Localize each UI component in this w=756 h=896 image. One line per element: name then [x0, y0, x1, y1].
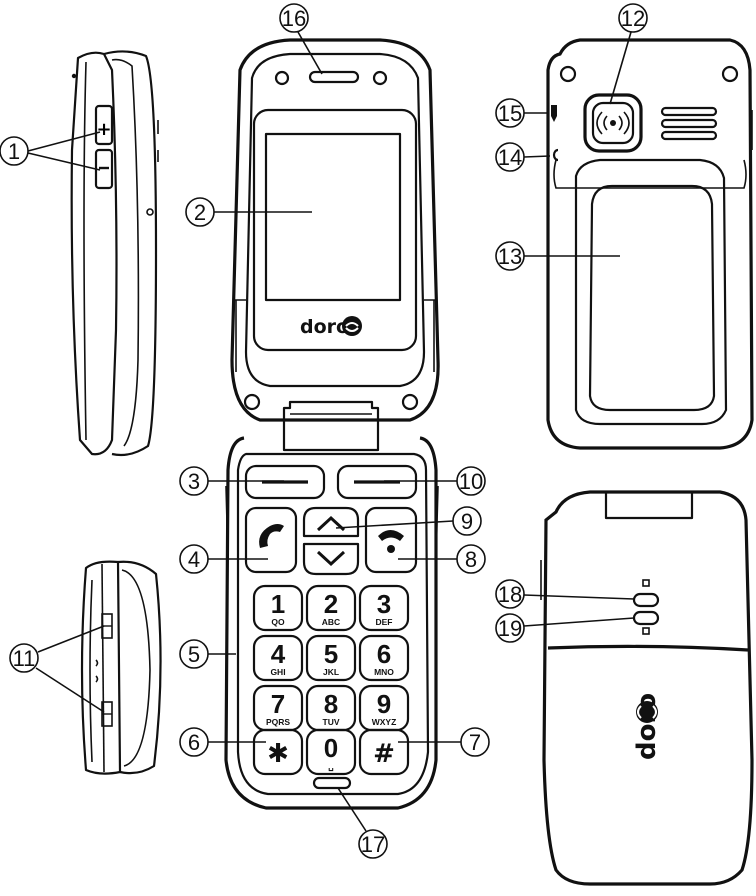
- end-call-icon: [378, 530, 404, 541]
- callout-8: 8: [398, 545, 485, 573]
- key-letters: PQRS: [266, 717, 290, 727]
- earpiece: [310, 72, 358, 82]
- key-digit: 6: [377, 639, 391, 669]
- call-key: [246, 508, 296, 572]
- callout-15: 15: [496, 99, 548, 127]
- callout-14: 14: [496, 143, 550, 171]
- closed-brand-logo-icon: [636, 701, 658, 723]
- key-digit: 0: [324, 733, 338, 763]
- display-screen: [266, 134, 400, 300]
- svg-text:4: 4: [188, 547, 200, 572]
- callout-12: 12: [610, 4, 647, 104]
- svg-text:5: 5: [188, 642, 200, 667]
- key-letters: MNO: [374, 667, 394, 677]
- headset-socket-icon: [554, 150, 558, 160]
- battery-cover: [590, 186, 714, 410]
- svg-text:19: 19: [498, 616, 522, 641]
- key-letters: DEF: [376, 617, 393, 627]
- brand-logo-icon: [342, 316, 362, 336]
- keypad: 1QO2ABC3DEF4GHI5JKL6MNO7PQRS8TUV9WXYZ✱0␣…: [254, 586, 408, 774]
- svg-text:7: 7: [469, 730, 481, 755]
- svg-text:11: 11: [13, 646, 36, 671]
- key-digit: 2: [324, 589, 338, 619]
- callout-4: 4: [180, 545, 268, 573]
- bottom-side-view-phone: [82, 562, 161, 774]
- key-letters: WXYZ: [372, 717, 397, 727]
- keypad-key: 0␣: [307, 730, 355, 774]
- svg-text:17: 17: [361, 832, 385, 857]
- speaker-grille: [662, 108, 716, 139]
- key-digit: 7: [271, 689, 285, 719]
- keypad-key: ✱: [254, 730, 302, 774]
- svg-text:15: 15: [498, 101, 522, 126]
- key-letters: ␣: [328, 761, 334, 772]
- key-letters: QO: [271, 617, 285, 627]
- callout-7: 7: [398, 728, 489, 756]
- svg-text:1: 1: [8, 139, 20, 164]
- svg-text:9: 9: [461, 509, 473, 534]
- callout-13: 13: [496, 242, 620, 270]
- key-letters: ABC: [322, 617, 340, 627]
- key-digit: 1: [271, 589, 285, 619]
- key-digit: 5: [324, 639, 338, 669]
- nav-up-key: [304, 508, 358, 536]
- svg-text:13: 13: [498, 244, 522, 269]
- callout-18: 18: [496, 580, 634, 608]
- back-view-phone: [548, 40, 752, 448]
- key-letters: JKL: [323, 667, 339, 677]
- svg-text:14: 14: [498, 145, 522, 170]
- keypad-key: 1QO: [254, 586, 302, 630]
- svg-text:18: 18: [498, 582, 522, 607]
- charger-socket-icon: [551, 105, 557, 122]
- key-letters: GHI: [270, 667, 285, 677]
- volume-plus-label: +: [96, 119, 111, 140]
- closed-view-phone: doro: [541, 492, 752, 884]
- callout-19: 19: [496, 614, 634, 642]
- microphone: [314, 778, 350, 788]
- nav-down-key: [304, 544, 358, 574]
- keypad-key: #: [360, 730, 408, 774]
- keypad-key: 8TUV: [307, 686, 355, 730]
- end-key: [366, 508, 416, 572]
- side-view-phone: +: [72, 51, 158, 455]
- chevron-down-icon: [318, 552, 344, 564]
- svg-text:12: 12: [621, 6, 645, 31]
- callout-3: 3: [180, 467, 284, 495]
- svg-text:2: 2: [194, 200, 206, 225]
- svg-text:10: 10: [459, 469, 483, 494]
- svg-text:8: 8: [465, 547, 477, 572]
- screen-bezel: [254, 110, 416, 350]
- key-digit: #: [373, 739, 395, 769]
- front-view-phone: doro 1QO2ABC3DEF4GHI5JKL6MNO7PQRS8TUV9WX…: [226, 40, 438, 808]
- key-digit: ✱: [267, 739, 289, 769]
- svg-text:6: 6: [188, 730, 200, 755]
- svg-text:16: 16: [282, 6, 306, 31]
- svg-text:3: 3: [188, 469, 200, 494]
- key-digit: 9: [377, 689, 391, 719]
- key-letters: TUV: [323, 717, 340, 727]
- key-digit: 4: [271, 639, 286, 669]
- status-light-bottom: [634, 612, 658, 624]
- key-digit: 8: [324, 689, 338, 719]
- call-icon: [259, 524, 284, 548]
- status-light-top: [634, 594, 658, 606]
- callout-17: 17: [338, 788, 387, 858]
- brand-logo-text: doro: [300, 316, 349, 338]
- key-digit: 3: [377, 589, 391, 619]
